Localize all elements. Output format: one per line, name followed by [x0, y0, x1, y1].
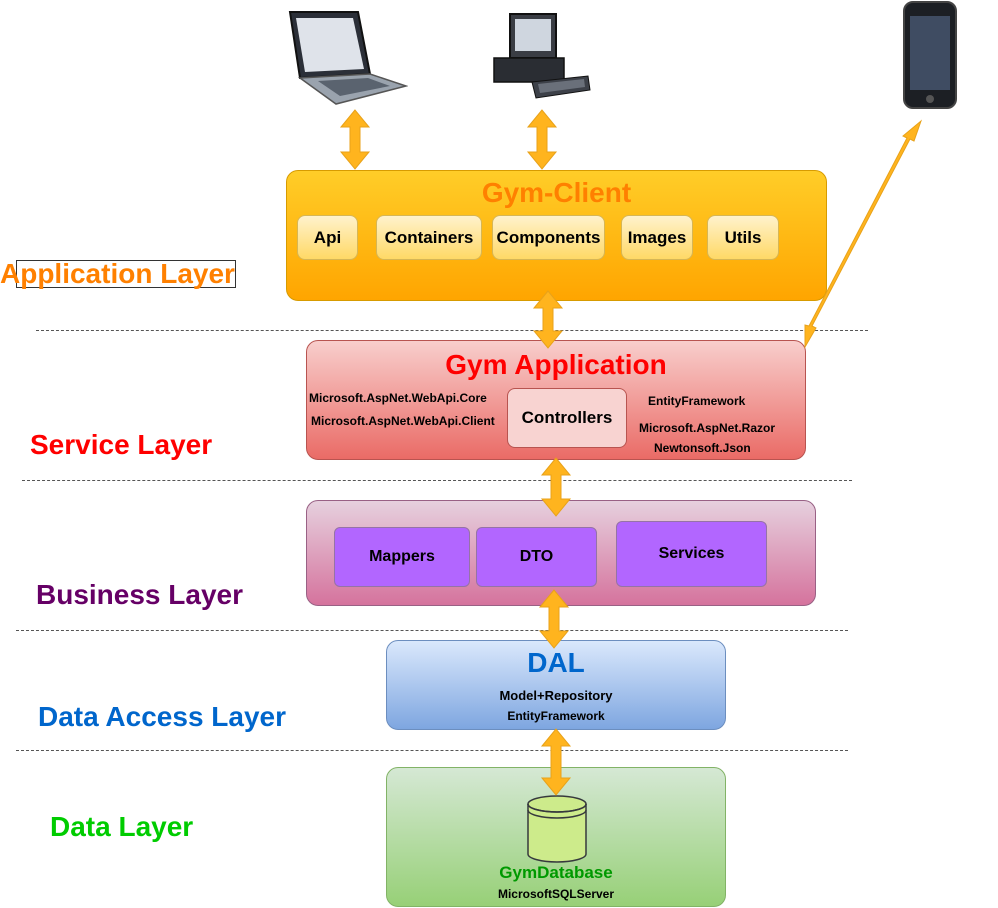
- services-box: Services: [616, 521, 767, 587]
- data-layer-label: Data Layer: [50, 811, 194, 842]
- separator-line: [36, 330, 868, 331]
- desktop-icon: [493, 13, 591, 99]
- gym-application-title: Gym Application: [445, 349, 667, 380]
- database-icon: [527, 795, 587, 863]
- database-name: GymDatabase: [499, 863, 613, 882]
- data-access-layer-label: Data Access Layer: [38, 701, 287, 732]
- library-label: Microsoft.AspNet.Razor: [639, 421, 776, 435]
- bidirectional-arrow: [526, 109, 558, 170]
- bidirectional-arrow: [339, 109, 371, 170]
- client-module-containers: Containers: [376, 215, 482, 260]
- dal-box: DAL Model+Repository EntityFramework: [386, 640, 726, 730]
- library-label: Microsoft.AspNet.WebApi.Client: [311, 414, 495, 428]
- laptop-icon: [288, 11, 408, 105]
- separator-line: [22, 480, 852, 481]
- separator-line: [16, 750, 848, 751]
- service-layer-label: Service Layer: [30, 429, 213, 460]
- library-label: Newtonsoft.Json: [654, 441, 751, 455]
- controllers-box: Controllers: [507, 388, 627, 448]
- business-layer-label: Business Layer: [36, 579, 243, 610]
- client-module-components: Components: [492, 215, 605, 260]
- gym-client-box: Gym-Client Api Containers Components Ima…: [286, 170, 827, 301]
- library-label: Microsoft.AspNet.WebApi.Core: [309, 391, 487, 405]
- mappers-box: Mappers: [334, 527, 470, 587]
- client-module-images: Images: [621, 215, 693, 260]
- client-module-api: Api: [297, 215, 358, 260]
- bidirectional-arrow: [540, 457, 572, 517]
- bidirectional-arrow: [540, 728, 572, 796]
- gym-client-title: Gym-Client: [481, 177, 632, 208]
- application-layer-label: Application Layer: [0, 258, 235, 289]
- separator-line: [16, 630, 848, 631]
- bidirectional-arrow: [532, 290, 564, 349]
- dal-title: DAL: [527, 647, 585, 678]
- business-box: Mappers DTO Services: [306, 500, 816, 606]
- gym-application-box: Gym Application Microsoft.AspNet.WebApi.…: [306, 340, 806, 460]
- dal-framework: EntityFramework: [507, 709, 605, 723]
- bidirectional-arrow: [538, 589, 570, 649]
- application-layer-label-frame: [16, 260, 236, 288]
- smartphone-icon: [903, 1, 957, 109]
- dto-box: DTO: [476, 527, 597, 587]
- client-module-utils: Utils: [707, 215, 779, 260]
- diagonal-bidirectional-arrow: [804, 119, 923, 349]
- library-label: EntityFramework: [648, 394, 746, 408]
- database-engine: MicrosoftSQLServer: [497, 887, 615, 901]
- dal-subtitle: Model+Repository: [499, 688, 613, 703]
